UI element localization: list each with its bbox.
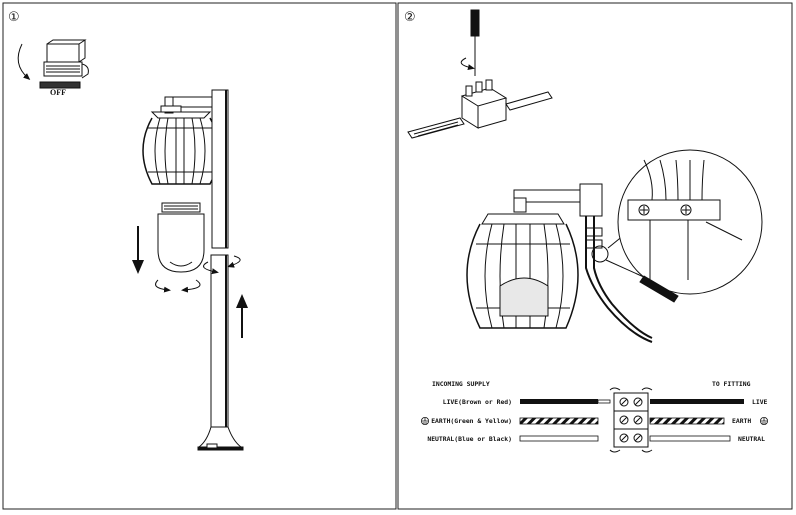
wire-label-earth-out: EARTH: [732, 417, 751, 425]
lantern-wiring-view: [466, 183, 653, 343]
wire-neutral-incoming: [519, 435, 599, 442]
screwdriver-icon: [460, 9, 480, 76]
wire-label-live-out: LIVE: [752, 398, 768, 406]
wire-label-earth-in: EARTH(Green & Yellow): [431, 417, 512, 425]
step-1-number: ①: [8, 10, 20, 25]
terminal-connector: [609, 387, 653, 453]
wire-live-fitting: [650, 399, 744, 404]
wire-label-neutral-out: NEUTRAL: [738, 435, 765, 443]
earth-symbol-icon: [420, 416, 429, 425]
wire-label-neutral-in: NEUTRAL(Blue or Black): [427, 435, 512, 443]
rotate-arrow-icon: [203, 255, 241, 275]
panel-2-frame: [397, 2, 793, 510]
wire-neutral-fitting: [649, 435, 731, 442]
wire-label-live-in: LIVE(Brown or Red): [443, 398, 512, 406]
step-2-number: ②: [404, 10, 416, 25]
hand-switch-icon: [17, 39, 89, 89]
wire-earth-fitting: [649, 417, 725, 425]
glass-diffuser: [157, 202, 205, 273]
terminal-block-top: [407, 79, 553, 139]
screwdriver-icon: [605, 259, 679, 303]
rotate-arrow-icon: [155, 279, 201, 293]
lamp-post: [197, 89, 244, 451]
detail-zoom-circle: [607, 149, 763, 295]
earth-symbol-icon: [760, 416, 769, 425]
wire-live-incoming: [520, 399, 598, 404]
switch-off-label: OFF: [50, 88, 66, 97]
panel-1-frame: [2, 2, 397, 510]
incoming-supply-title: INCOMING SUPPLY: [432, 380, 490, 388]
wire-live-stripped: [597, 399, 611, 404]
wire-earth-incoming: [519, 417, 599, 425]
to-fitting-title: TO FITTING: [712, 380, 751, 388]
